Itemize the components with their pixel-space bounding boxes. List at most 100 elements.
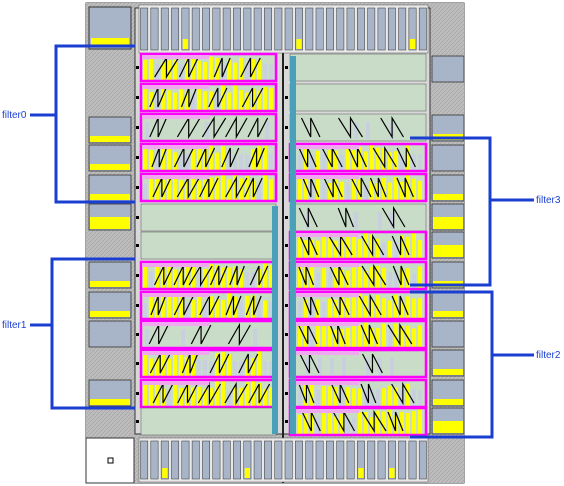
cell-bar	[406, 268, 410, 288]
cell-bar	[400, 154, 404, 170]
cell-bar	[382, 411, 386, 434]
cell-bar	[197, 147, 201, 170]
cell-bar	[239, 90, 243, 110]
io-pad	[295, 7, 303, 51]
cell-bar	[245, 272, 249, 288]
cell-bar	[209, 177, 213, 200]
cell-bar	[263, 146, 267, 170]
cell-bar	[352, 388, 356, 406]
net-wire	[298, 322, 413, 347]
cell-bar	[251, 295, 255, 318]
cell-bar	[209, 264, 213, 288]
port-glyph	[136, 156, 139, 159]
cell-bar	[400, 235, 404, 258]
corner-block-bottom	[85, 437, 135, 484]
filter-highlight	[139, 142, 278, 173]
io-pad	[171, 440, 180, 480]
cell-bar	[346, 184, 350, 200]
cell-bar	[257, 146, 261, 170]
net-wire	[298, 145, 416, 170]
highlight-tag	[142, 381, 210, 385]
io-pad	[346, 440, 355, 480]
side-io-block	[88, 320, 132, 348]
cell-bar	[203, 62, 207, 80]
cell-bar	[191, 299, 195, 318]
cell-bar	[298, 324, 302, 347]
side-io-block	[431, 144, 465, 172]
net-wire	[299, 233, 410, 258]
cell-bar	[209, 91, 213, 110]
cell-bar	[197, 86, 201, 110]
cell-bar	[167, 175, 171, 200]
cell-bar	[167, 60, 171, 80]
cell-bar	[340, 155, 344, 170]
net-wire	[150, 295, 262, 316]
io-pad	[408, 7, 417, 51]
highlight-tag	[142, 322, 210, 326]
io-pad	[336, 7, 345, 51]
cell-bar	[143, 183, 147, 200]
cell-bar	[358, 267, 362, 288]
cell-bar	[352, 297, 356, 318]
cell-bar	[358, 324, 362, 347]
cell-bar	[263, 263, 267, 288]
cell-bar	[149, 175, 153, 200]
cell-bar	[304, 413, 308, 434]
io-pad	[418, 7, 427, 51]
cell-bar	[364, 184, 368, 200]
cell-bar	[209, 387, 213, 406]
cell-bar	[263, 174, 267, 200]
side-io-fill	[90, 136, 130, 142]
cell-bar	[161, 84, 165, 110]
filter-brackets	[30, 44, 534, 439]
cell-bar	[149, 150, 153, 170]
cell-bar-light	[181, 329, 185, 346]
cell-bar	[316, 240, 320, 258]
cell-bar	[245, 63, 249, 80]
cell-bar	[197, 271, 201, 288]
cell-bar	[346, 298, 350, 318]
cell-bar	[406, 145, 410, 170]
io-pad	[191, 440, 200, 480]
cell-bar	[233, 387, 237, 406]
net-wire	[300, 115, 404, 140]
net-wire	[154, 55, 261, 80]
io-pad	[264, 440, 272, 480]
cell-bar	[179, 64, 183, 80]
cell-bar	[316, 389, 320, 406]
cell-bar	[346, 327, 350, 347]
highlight-tag	[142, 115, 210, 119]
cell-bar	[418, 266, 422, 288]
port-glyph	[136, 186, 139, 189]
cell-bar	[334, 179, 338, 200]
cell-bar	[227, 354, 231, 376]
cell-bar	[233, 174, 237, 200]
cell-bar	[340, 236, 344, 258]
cell-bar	[257, 350, 261, 376]
cell-bar	[382, 388, 386, 406]
highlight-tag	[291, 263, 359, 267]
cell-bar	[221, 64, 225, 80]
cell-bar	[215, 176, 219, 200]
cell-row	[140, 231, 277, 260]
cell-bar	[149, 59, 153, 80]
net-wire	[149, 115, 269, 140]
cell-bar	[334, 299, 338, 318]
cell-bar	[257, 303, 261, 318]
io-pad	[367, 7, 376, 51]
cell-bar	[322, 409, 326, 434]
io-pad	[243, 7, 252, 51]
cell-bar	[388, 272, 392, 288]
cell-bar	[364, 232, 368, 258]
cell-row	[140, 407, 277, 436]
cell-bar	[227, 292, 231, 318]
cell-bar	[269, 153, 273, 170]
cell-bar	[149, 380, 153, 406]
cell-bar	[412, 273, 416, 288]
cell-bar	[406, 383, 410, 406]
side-io-block	[431, 320, 465, 348]
cell-bar	[382, 267, 386, 288]
cell-bar	[298, 390, 302, 406]
cell-bar-light	[318, 358, 322, 375]
